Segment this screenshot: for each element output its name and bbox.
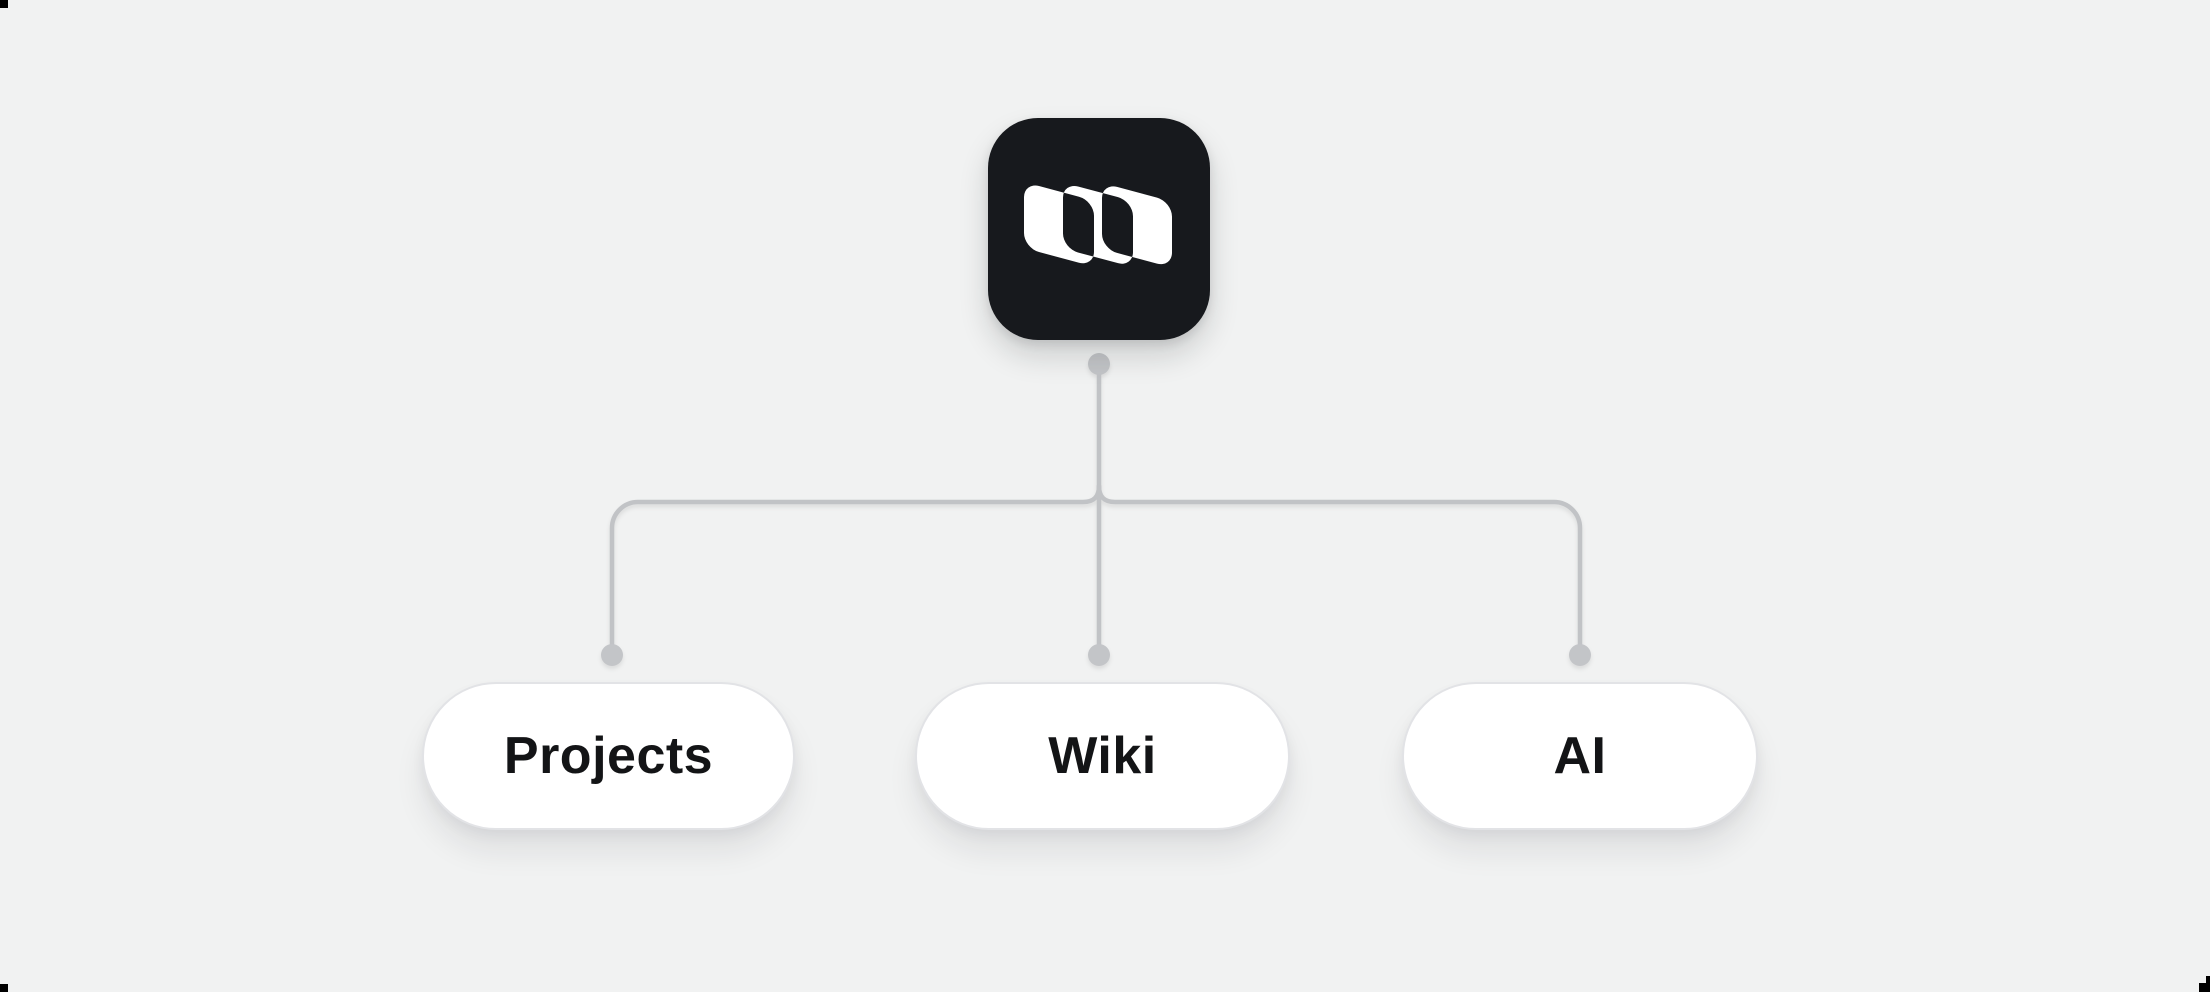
node-wiki-label: Wiki (1048, 727, 1157, 785)
connector-dot-wiki (1088, 644, 1110, 666)
connector-dot-ai (1569, 644, 1591, 666)
app-logo[interactable] (988, 118, 1210, 340)
node-wiki[interactable]: Wiki (915, 682, 1290, 830)
connector-branch-right (1096, 483, 1583, 658)
node-ai-label: AI (1553, 727, 1607, 785)
crop-mark-bottom-left (0, 984, 8, 992)
app-logo-icon (1024, 185, 1172, 265)
node-projects[interactable]: Projects (422, 682, 795, 830)
connector-dot-projects (601, 644, 623, 666)
node-projects-label: Projects (503, 727, 714, 785)
node-ai[interactable]: AI (1402, 682, 1758, 830)
crop-mark-bottom-right-notch (2206, 976, 2210, 984)
connector-branch-left (609, 483, 1102, 658)
crop-mark-top-left (0, 0, 8, 8)
connector-dot-root (1088, 353, 1110, 375)
crop-mark-bottom-right (2199, 983, 2210, 992)
